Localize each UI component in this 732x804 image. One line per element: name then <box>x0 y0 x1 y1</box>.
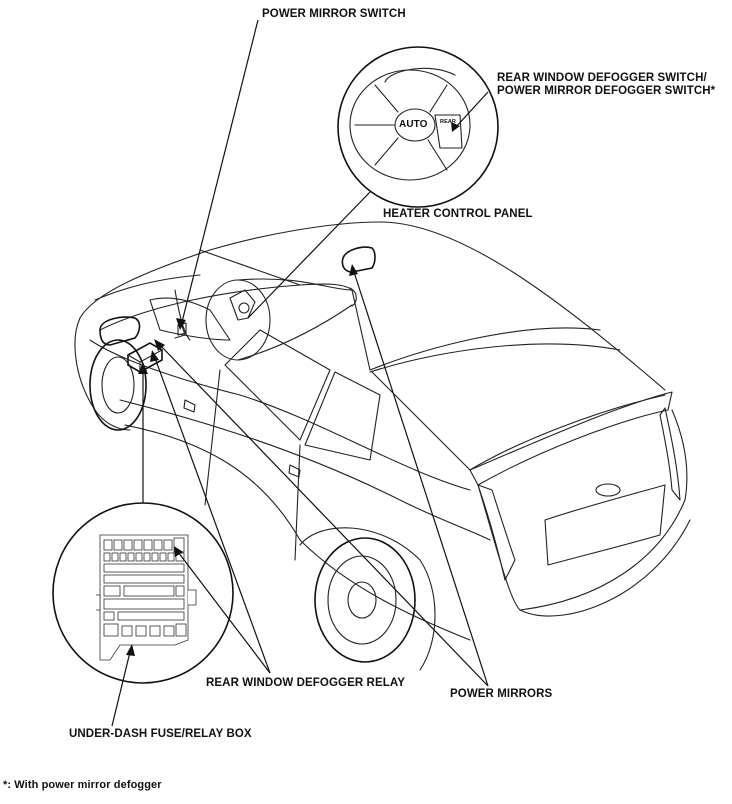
auto-button-label: AUTO <box>399 119 428 130</box>
heater-control-panel-detail <box>247 46 499 319</box>
footnote: *: With power mirror defogger <box>3 779 162 791</box>
power-mirrors-label: POWER MIRRORS <box>450 688 553 700</box>
defogger-switch-label-line2: POWER MIRROR DEFOGGER SWITCH* <box>497 85 716 97</box>
under-dash-box-label: UNDER-DASH FUSE/RELAY BOX <box>69 728 252 740</box>
car-illustration <box>74 221 691 671</box>
defogger-switch-label-line1: REAR WINDOW DEFOGGER SWITCH/ <box>497 72 707 84</box>
under-dash-fuse-box-detail <box>52 362 234 684</box>
heater-control-panel-label: HEATER CONTROL PANEL <box>383 208 533 220</box>
power-mirror-switch-label: POWER MIRROR SWITCH <box>262 8 406 20</box>
rear-window-defogger-relay-label: REAR WINDOW DEFOGGER RELAY <box>206 677 405 689</box>
rear-button-label: REAR <box>440 119 456 125</box>
